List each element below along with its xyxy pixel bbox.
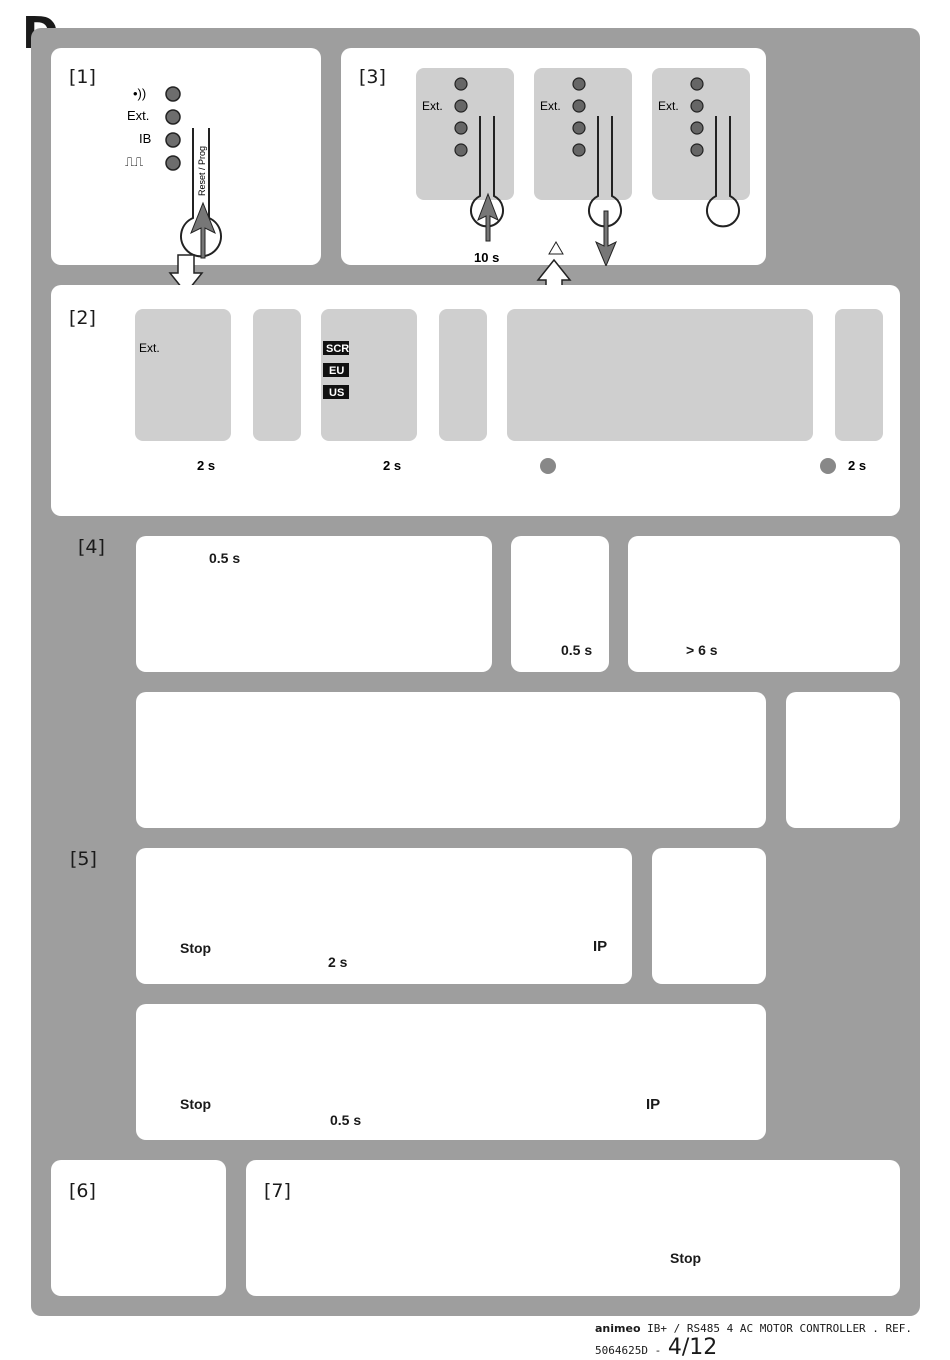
led-icon (165, 86, 181, 171)
release-arrow-icon (595, 210, 617, 266)
warning-icon (548, 241, 564, 255)
panel-7: [7] Stop (246, 1160, 900, 1296)
svg-text:SCR: SCR (326, 343, 349, 355)
section-label-5: [5] (70, 848, 97, 870)
ip-label: IP (593, 938, 608, 955)
ext-label: Ext. (540, 99, 561, 113)
time-2s: 2 s (197, 458, 215, 473)
time-0-5s: 0.5 s (561, 642, 593, 658)
panel-4b: 0.5 s (511, 536, 609, 672)
section-label-2: [2] (69, 307, 96, 329)
page-number: 4/12 (667, 1335, 718, 1360)
panel-1: [1] •)) Ext. IB ⎍⎍ Reset / Prog (51, 48, 321, 265)
svg-text:US: US (329, 387, 344, 399)
time-0-5s: 0.5 s (209, 550, 241, 566)
down-arrow-icon (168, 254, 204, 295)
module-box (507, 309, 813, 441)
ext-label: Ext. (139, 341, 160, 355)
panel-6: [6] (51, 1160, 226, 1296)
stop-label: Stop (180, 1096, 212, 1112)
reset-diagram: Ext. Ext. Ext. 10 s (416, 68, 750, 266)
time-2s: 2 s (383, 458, 401, 473)
module-box (652, 68, 750, 200)
panel-4c: > 6 s (628, 536, 900, 672)
ib-label: IB (139, 131, 151, 146)
ip-label: IP (646, 1096, 661, 1113)
footer-text: IB+ / RS485 4 AC MOTOR CONTROLLER . REF.… (595, 1322, 913, 1357)
panel-5a: Stop 2 s IP (136, 848, 632, 984)
pulse-label: ⎍⎍ (125, 154, 143, 169)
step-badge (540, 458, 556, 474)
section-label-6: [6] (69, 1180, 96, 1202)
footer: animeo IB+ / RS485 4 AC MOTOR CONTROLLER… (595, 1322, 950, 1360)
panel-5c: Stop 0.5 s IP (136, 1004, 766, 1140)
section-label-3: [3] (359, 66, 386, 88)
panel-3: [3] Ext. Ext. Ext. 10 s (341, 48, 766, 266)
module-box (439, 309, 487, 441)
step-badge (820, 458, 836, 474)
module-box (253, 309, 301, 441)
time-2s: 2 s (848, 458, 866, 473)
module-box (416, 68, 514, 200)
section-label-1: [1] (69, 66, 96, 88)
led-icon (454, 77, 704, 157)
time-10s: 10 s (474, 250, 499, 265)
module-box (835, 309, 883, 441)
svg-text:EU: EU (329, 365, 344, 377)
press-arrow-icon (190, 201, 216, 259)
time-0-5s: 0.5 s (330, 1112, 362, 1128)
module-box (534, 68, 632, 200)
panel-2: [2] Ext. SCR EU US 2 s 2 s 2 s (51, 285, 900, 516)
ext-label: Ext. (127, 108, 149, 123)
panel-4d (136, 692, 766, 828)
controller-diagram: •)) Ext. IB ⎍⎍ Reset / Prog (125, 86, 222, 259)
stop-label: Stop (180, 940, 212, 956)
stop-label: Stop (670, 1250, 702, 1266)
panel-4e (786, 692, 900, 828)
module-box (135, 309, 231, 441)
time-2s: 2 s (328, 954, 348, 970)
section-label-7: [7] (264, 1180, 291, 1202)
panel-4a: 0.5 s (136, 536, 492, 672)
ext-label: Ext. (658, 99, 679, 113)
ext-label: Ext. (422, 99, 443, 113)
footer-brand: animeo (595, 1322, 641, 1335)
section-label-4: [4] (78, 536, 105, 558)
time-6s: > 6 s (686, 642, 718, 658)
region-labels: SCR EU US (323, 341, 349, 399)
reset-prog-label: Reset / Prog (197, 146, 207, 196)
panel-5b (652, 848, 766, 984)
programming-diagram: Ext. SCR EU US 2 s 2 s 2 s (135, 309, 883, 474)
press-arrow-icon (477, 192, 499, 242)
radio-label: •)) (133, 86, 146, 101)
